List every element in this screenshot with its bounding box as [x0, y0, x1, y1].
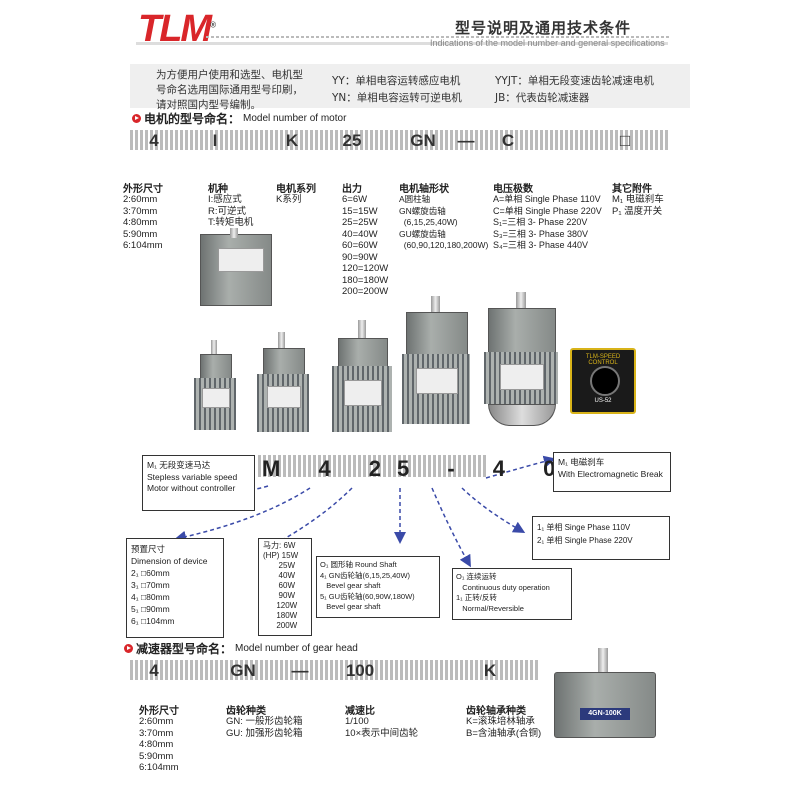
gear-code-ratio: 100 — [345, 661, 375, 680]
gear-col-bearing-title: 齿轮轴承种类 — [466, 706, 526, 717]
motor-image-small — [200, 228, 272, 306]
code-type: I — [212, 131, 218, 150]
stepless-box: M₁ 无段变速马达 Stepless variable speed Motor … — [142, 455, 255, 511]
col-size-title: 外形尺寸 — [123, 184, 163, 195]
gear-code-size: 4 — [149, 661, 159, 680]
motor-image-3 — [328, 320, 396, 432]
col-type-list: I:感应式 R:可逆式 T:转矩电机 — [208, 194, 254, 228]
speed-controller-image: TLM-SPEED CONTROL US-52 — [570, 348, 636, 414]
col-voltage-title: 电压极数 — [493, 184, 533, 195]
speed-dial-icon — [590, 366, 620, 396]
motor-image-1 — [190, 340, 240, 430]
gear-section-title: 减速器型号命名：Model number of gear head — [124, 640, 358, 657]
dimension-box: 预置尺寸 Dimension of device 2₁ □60mm 3₁ □70… — [126, 538, 224, 638]
arrow-duty — [431, 487, 471, 568]
intro-panel — [130, 64, 690, 108]
gear-col-ratio-title: 减速比 — [345, 706, 375, 717]
legend-yn: YN：单相电容运转可逆电机 — [332, 92, 462, 104]
header-divider — [206, 36, 670, 38]
page-title: 型号说明及通用技术条件 — [455, 19, 632, 37]
duty-box: O₁ 连续运转 Continuous duty operation 1₁ 正转/… — [452, 568, 572, 620]
col-type-title: 机种 — [208, 184, 228, 195]
code-size: 4 — [149, 131, 159, 150]
motor-section-title: 电机的型号命名：Model number of motor — [132, 110, 346, 127]
motor-image-5 — [482, 292, 560, 426]
code-shaft: GN — [410, 131, 436, 150]
gear-code-bar — [130, 660, 540, 680]
code-series: K — [285, 131, 299, 150]
legend-yyjt: YYJT：单相无段变速齿轮减速电机 — [495, 75, 654, 87]
phase-box: 1₁ 单相 Singe Phase 110V 2₁ 单相 Single Phas… — [532, 516, 670, 560]
gear-code-dash: — — [291, 661, 309, 680]
gear-col-ratio-list: 1/100 10×表示中间齿轮 — [345, 716, 419, 739]
motor-image-2 — [253, 332, 313, 432]
code-bar — [130, 130, 670, 150]
power-box: 马力: 6W (HP) 15W 25W 40W 60W 90W 120W 180… — [258, 538, 312, 636]
intro-text: 为方便用户使用和选型、电机型号命名选用国际通用型号印刷，请对照国内型号编制。 — [156, 69, 303, 111]
code-dash: — — [457, 131, 475, 150]
bullet-icon — [124, 644, 133, 653]
header-stripe — [136, 42, 668, 45]
col-accessory-title: 其它附件 — [612, 184, 652, 195]
motor-image-4 — [400, 296, 472, 424]
shaft-box: O₁ 圆形轴 Round Shaft 4₁ GN齿轮轴(6,15,25,40W)… — [316, 556, 440, 618]
gearbox-image: 4GN-100K — [552, 648, 656, 738]
col-accessory-list: M₁ 电磁刹车 P₁ 温度开关 — [612, 194, 664, 217]
legend-yy: YY：单相电容运转感应电机 — [332, 75, 461, 87]
gear-col-bearing-list: K=滚珠培林轴承 B=含油轴承(合铜) — [466, 716, 542, 739]
gear-col-size-title: 外形尺寸 — [139, 706, 179, 717]
col-shaft-list: A圆柱轴 GN螺旋齿轴 (6,15,25,40W) GU螺旋齿轴 (60,90,… — [399, 194, 489, 250]
code-power: 25 — [342, 131, 362, 150]
arrow-phase — [461, 487, 526, 533]
code-accessory: □ — [619, 131, 631, 150]
page-subtitle: Indications of the model number and gene… — [430, 38, 665, 48]
col-voltage-list: A=单相 Single Phase 110V C=单相 Single Phase… — [493, 194, 602, 250]
gearbox-label: 4GN-100K — [580, 708, 630, 720]
col-size-list: 2:60mm 3:70mm 4:80mm 5:90mm 6:104mm — [123, 194, 163, 251]
col-series-title: 电机系列 — [276, 184, 316, 195]
controller-brand: TLM-SPEED CONTROL — [585, 354, 621, 366]
gear-col-size-list: 2:60mm 3:70mm 4:80mm 5:90mm 6:104mm — [139, 716, 179, 773]
gear-col-type-title: 齿轮种类 — [226, 706, 266, 717]
col-power-title: 出力 — [342, 184, 362, 195]
speed-code-bar — [258, 455, 488, 477]
code-voltage: C — [501, 131, 515, 150]
controller-label: US-52 — [594, 398, 612, 404]
arrow-size — [174, 487, 311, 543]
gear-col-type-list: GN: 一般形齿轮箱 GU: 加强形齿轮箱 — [226, 716, 303, 739]
gear-code-bearing: K — [483, 661, 497, 680]
legend-jb: JB：代表齿轮减速器 — [495, 92, 590, 104]
col-series-list: K系列 — [276, 194, 302, 205]
brake-box: M₁ 电磁刹车 With Electromagnetic Break — [553, 452, 671, 492]
bullet-icon — [132, 114, 141, 123]
col-shaft-title: 电机轴形状 — [399, 184, 449, 195]
col-power-list: 6=6W 15=15W 25=25W 40=40W 60=60W 90=90W … — [342, 194, 389, 297]
gear-code-type: GN — [230, 661, 256, 680]
